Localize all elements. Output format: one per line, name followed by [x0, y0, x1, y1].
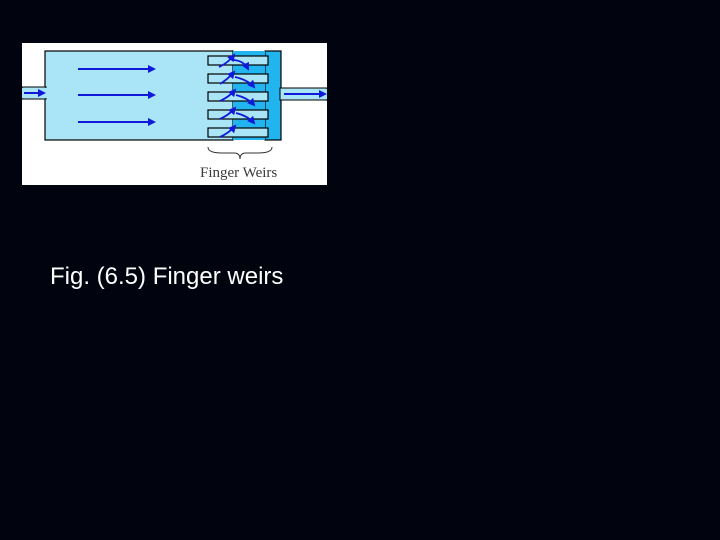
curved-flow-arrow-icon — [219, 70, 236, 85]
finger-weirs-diagram: Finger Weirs — [22, 43, 327, 185]
curved-flow-arrow-icon — [235, 94, 256, 107]
curved-flow-arrow-icon — [219, 106, 237, 120]
curved-flow-arrow-icon — [233, 59, 249, 71]
finger-weirs-label: Finger Weirs — [200, 165, 277, 181]
flow-arrows — [24, 65, 327, 126]
curved-flow-arrow-icon — [218, 53, 236, 68]
figure-caption: Fig. (6.5) Finger weirs — [50, 263, 284, 290]
curved-flow-arrow-icon — [234, 76, 256, 89]
brace-icon — [207, 146, 273, 160]
finger-weir — [207, 109, 269, 120]
curved-flow-arrow-icon — [219, 124, 237, 138]
weir-overflow-arrows — [218, 53, 256, 138]
curved-flow-arrow-icon — [219, 88, 237, 102]
curved-flow-arrow-icon — [235, 112, 256, 125]
diagram-svg: Finger Weirs — [22, 50, 327, 181]
finger-weir — [207, 91, 269, 102]
finger-weir — [207, 127, 269, 138]
